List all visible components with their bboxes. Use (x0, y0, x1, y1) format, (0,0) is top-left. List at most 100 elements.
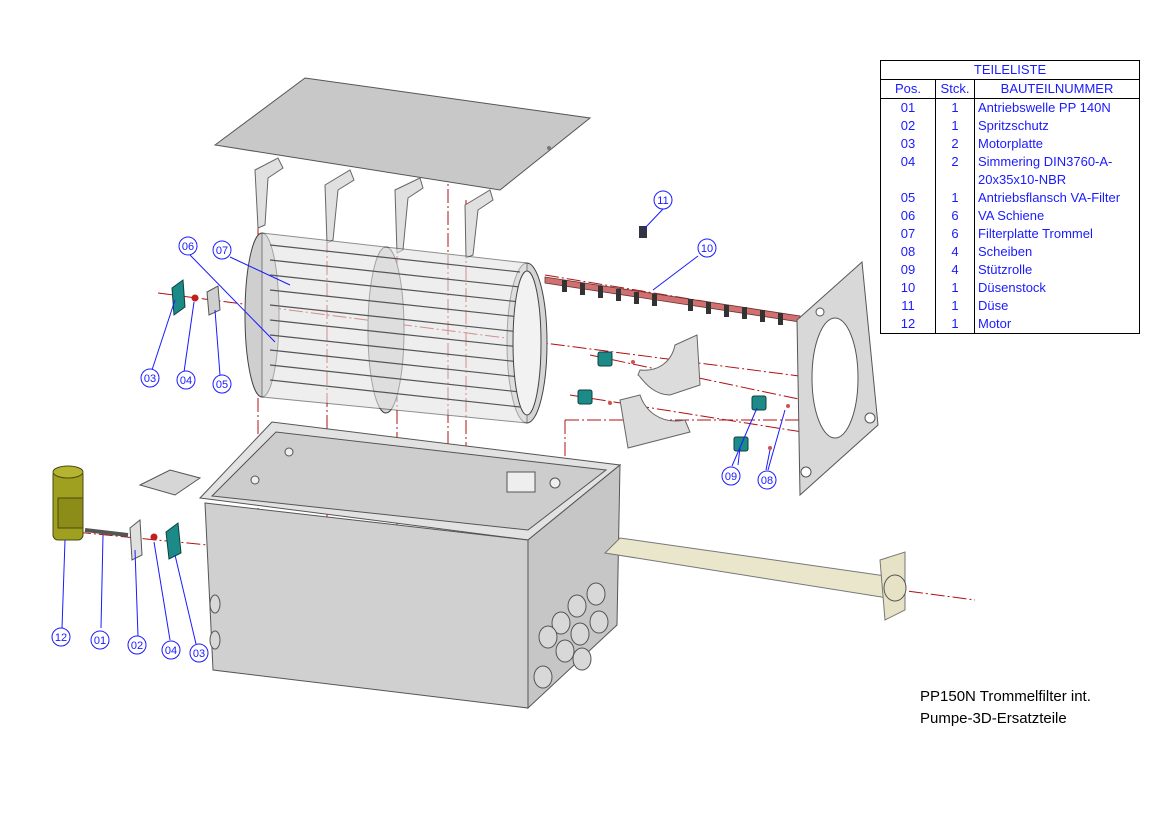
callout-05 (212, 374, 232, 394)
callout-balloons (51, 190, 777, 663)
parts-list-title: TEILELISTE (880, 60, 1140, 80)
parts-list-cell-pos: 06 (880, 207, 936, 225)
parts-list-cell-pos: 01 (880, 98, 936, 117)
callout-09 (721, 466, 741, 486)
callout-label-07: 07 (216, 245, 228, 257)
drive-shaft (84, 528, 129, 537)
callout-06 (178, 236, 198, 256)
callout-03-bottom (189, 643, 209, 663)
filter-tank (198, 421, 622, 710)
callout-label-08: 08 (761, 475, 773, 487)
parts-list-cell-pos: 05 (880, 189, 936, 207)
parts-list-cell-name: Antriebsflansch VA-Filter (974, 189, 1140, 207)
parts-list-cell-qty: 1 (935, 315, 975, 334)
header-pos: Pos. (880, 79, 936, 99)
callout-label-03a: 03 (144, 373, 156, 385)
callout-label-10: 10 (701, 243, 713, 255)
parts-list-cell-qty: 4 (935, 243, 975, 261)
nozzle-part (639, 226, 647, 238)
washers (608, 360, 790, 450)
parts-list-cell-name: Spritzschutz (974, 117, 1140, 135)
collection-trough (603, 537, 907, 621)
callout-08 (757, 470, 777, 490)
callout-label-03b: 03 (193, 648, 205, 660)
parts-list-cell-qty: 1 (935, 297, 975, 315)
parts-list-row: 20x35x10-NBR (880, 171, 1140, 189)
parts-list-cell-name: Scheiben (974, 243, 1140, 261)
callout-01 (90, 630, 110, 650)
parts-list-cell-qty: 2 (935, 153, 975, 171)
callout-10 (697, 238, 717, 258)
parts-list-cell-pos: 11 (880, 297, 936, 315)
tank-pipe-outlets (209, 582, 609, 689)
parts-list-cell-qty: 6 (935, 207, 975, 225)
parts-list-cell-pos: 10 (880, 279, 936, 297)
parts-list-cell-name: Düse (974, 297, 1140, 315)
parts-list-cell-name: 20x35x10-NBR (974, 171, 1140, 189)
parts-list-cell-qty: 1 (935, 279, 975, 297)
callout-label-09: 09 (725, 471, 737, 483)
header-part-name: BAUTEILNUMMER (974, 79, 1140, 99)
end-plate (796, 260, 879, 497)
parts-list-cell-pos: 07 (880, 225, 936, 243)
parts-list-cell-name: Antriebswelle PP 140N (974, 98, 1140, 117)
callout-label-06: 06 (182, 241, 194, 253)
parts-list-cell-pos: 02 (880, 117, 936, 135)
roller-support-brackets (619, 334, 701, 449)
callout-labels: 06 07 03 04 05 11 10 09 08 12 01 02 04 0… (55, 195, 773, 660)
parts-list-cell-qty: 1 (935, 98, 975, 117)
drive-parts-lower (129, 519, 182, 561)
parts-list-cell-pos: 08 (880, 243, 936, 261)
header-qty: Stck. (935, 79, 975, 99)
parts-list-cell-pos: 09 (880, 261, 936, 279)
callout-04-bottom (161, 640, 181, 660)
callout-11 (653, 190, 673, 210)
nozzle-pipe (544, 276, 801, 325)
parts-list-cell-name: VA Schiene (974, 207, 1140, 225)
callout-02 (127, 635, 147, 655)
parts-list-cell-name: Simmering DIN3760-A- (974, 153, 1140, 171)
parts-list-cell-name: Filterplatte Trommel (974, 225, 1140, 243)
callout-label-05: 05 (216, 379, 228, 391)
drive-parts-left (171, 279, 221, 316)
callout-12 (51, 627, 71, 647)
callout-04-top (176, 370, 196, 390)
parts-list-cell-pos: 04 (880, 153, 936, 171)
callout-label-04b: 04 (165, 645, 177, 657)
callout-label-01: 01 (94, 635, 106, 647)
callout-07 (212, 240, 232, 260)
motor (52, 465, 84, 541)
callout-03-top (140, 368, 160, 388)
parts-list-cell-pos (880, 171, 936, 189)
support-rollers (577, 351, 767, 452)
parts-list-cell-name: Stützrolle (974, 261, 1140, 279)
callout-label-12: 12 (55, 632, 67, 644)
parts-list-cell-qty: 1 (935, 189, 975, 207)
parts-list-cell-qty: 4 (935, 261, 975, 279)
parts-list-cell-qty (935, 171, 975, 189)
drawing-caption-line2: Pumpe-3D-Ersatzteile (920, 710, 1067, 727)
leader-lines (61, 208, 786, 645)
parts-list-cell-qty: 2 (935, 135, 975, 153)
parts-list-cell-name: Düsenstock (974, 279, 1140, 297)
parts-list-cell-pos: 12 (880, 315, 936, 334)
top-cover-plate (213, 77, 592, 191)
parts-list-cell-name: Motor (974, 315, 1140, 334)
callout-label-11: 11 (657, 195, 668, 207)
drawing-caption-line1: PP150N Trommelfilter int. (920, 688, 1091, 705)
filter-drum (244, 232, 548, 424)
